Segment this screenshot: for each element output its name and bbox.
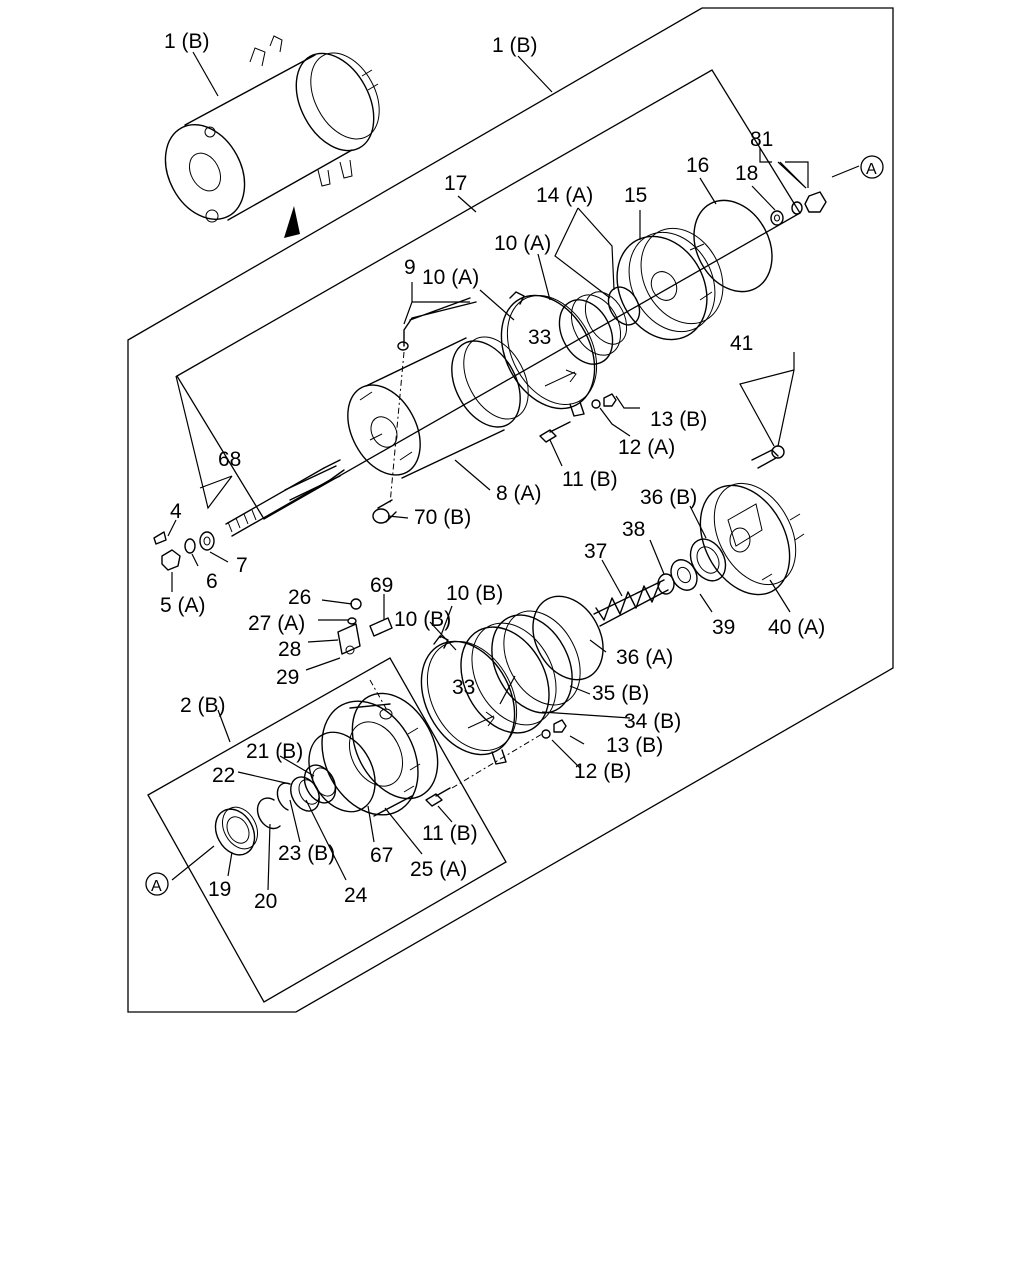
label-13b-top: 13 (B) (650, 408, 707, 431)
label-2b: 2 (B) (180, 694, 226, 717)
label-70b: 70 (B) (414, 506, 471, 529)
assembled-actuator (164, 35, 380, 238)
label-38: 38 (622, 518, 645, 541)
label-25a: 25 (A) (410, 858, 467, 881)
leader-lines (167, 51, 860, 891)
label-12a: 12 (A) (618, 436, 675, 459)
label-5a: 5 (A) (160, 594, 206, 617)
label-14a: 14 (A) (536, 184, 593, 207)
label-6: 6 (206, 570, 218, 593)
label-28: 28 (278, 638, 301, 661)
label-33-top: 33 (528, 326, 551, 349)
label-11b-bot: 11 (B) (422, 822, 478, 845)
label-16: 16 (686, 154, 709, 177)
callout-labels: 1 (B) 1 (B) 81 18 16 17 14 (A) 15 10 (A)… (160, 30, 825, 913)
reference-marker-a-top: A (860, 155, 884, 179)
label-36b: 36 (B) (640, 486, 697, 509)
part-shapes (153, 191, 827, 856)
label-39: 39 (712, 616, 735, 639)
label-1b: 1 (B) (492, 34, 538, 57)
reference-marker-a-bottom: A (145, 872, 169, 896)
label-68: 68 (218, 448, 241, 471)
label-36a: 36 (A) (616, 646, 673, 669)
label-27a: 27 (A) (248, 612, 305, 635)
svg-text:A: A (151, 878, 162, 895)
label-10b-2: 10 (B) (394, 608, 451, 631)
label-69: 69 (370, 574, 393, 597)
outer-frame (127, 7, 894, 1013)
label-1b-top: 1 (B) (164, 30, 210, 53)
label-21b: 21 (B) (246, 740, 303, 763)
label-10a-1: 10 (A) (494, 232, 551, 255)
label-33-bot: 33 (452, 676, 475, 699)
label-29: 29 (276, 666, 299, 689)
label-9: 9 (404, 256, 416, 279)
label-7: 7 (236, 554, 248, 577)
label-81: 81 (750, 128, 773, 151)
label-18: 18 (735, 162, 758, 185)
svg-text:A: A (866, 161, 877, 178)
label-22: 22 (212, 764, 235, 787)
label-67: 67 (370, 844, 393, 867)
label-10a-2: 10 (A) (422, 266, 479, 289)
label-13b-bot: 13 (B) (606, 734, 663, 757)
label-26: 26 (288, 586, 311, 609)
label-12b: 12 (B) (574, 760, 631, 783)
label-15: 15 (624, 184, 647, 207)
label-24: 24 (344, 884, 368, 907)
label-37: 37 (584, 540, 607, 563)
label-4: 4 (170, 500, 182, 523)
label-17: 17 (444, 172, 467, 195)
label-10b-1: 10 (B) (446, 582, 503, 605)
inner-frame-2b (147, 657, 507, 1003)
label-34b: 34 (B) (624, 710, 681, 733)
label-20: 20 (254, 890, 277, 913)
label-35b: 35 (B) (592, 682, 649, 705)
label-41: 41 (730, 332, 753, 355)
label-8a: 8 (A) (496, 482, 542, 505)
label-19: 19 (208, 878, 231, 901)
label-11b-top: 11 (B) (562, 468, 618, 491)
label-40a: 40 (A) (768, 616, 825, 639)
label-23b: 23 (B) (278, 842, 335, 865)
